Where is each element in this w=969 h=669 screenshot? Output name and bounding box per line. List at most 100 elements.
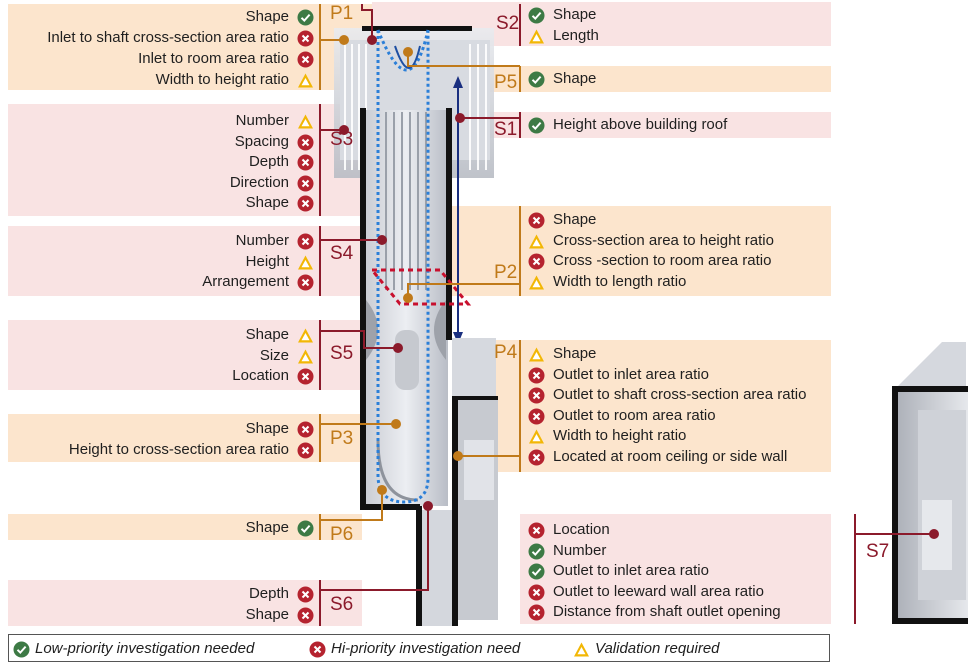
criterion-s7: Location <box>528 520 610 540</box>
criterion-p2: Cross -section to room area ratio <box>528 251 771 271</box>
cross-icon <box>297 233 314 250</box>
criterion-s5: Size <box>260 346 314 366</box>
criterion-s1: Height above building roof <box>528 115 727 135</box>
criterion-s5: Location <box>232 366 314 386</box>
criterion-label: Width to height ratio <box>155 71 289 89</box>
criterion-label: Inlet to shaft cross-section area ratio <box>47 29 289 47</box>
criterion-label: Width to height ratio <box>553 427 687 445</box>
criterion-label: Size <box>259 347 289 365</box>
criterion-p1: Shape <box>246 7 314 27</box>
criterion-p6: Shape <box>246 518 314 538</box>
criterion-label: Number <box>235 232 289 250</box>
criterion-label: Shape <box>245 420 289 438</box>
p4-box <box>455 340 831 472</box>
criterion-p1: Inlet to room area ratio <box>138 49 314 69</box>
warning-icon <box>528 428 545 445</box>
criterion-label: Width to length ratio <box>553 273 687 291</box>
criterion-s3: Shape <box>246 193 314 213</box>
check-icon <box>528 543 545 560</box>
criterion-label: Distance from shaft outlet opening <box>553 603 781 621</box>
cross-icon <box>297 195 314 212</box>
label-s6: S6 <box>330 594 354 615</box>
criterion-label: Outlet to inlet area ratio <box>553 366 709 384</box>
criterion-label: Shape <box>553 211 597 229</box>
criterion-label: Length <box>553 27 599 45</box>
cross-icon <box>528 408 545 425</box>
criterion-label: Height <box>245 253 289 271</box>
criterion-label: Shape <box>245 326 289 344</box>
cross-icon <box>297 274 314 291</box>
label-p6: P6 <box>330 524 354 545</box>
check-icon <box>528 117 545 134</box>
criterion-s4: Height <box>246 252 314 272</box>
legend-item-high: Hi-priority investigation need <box>309 639 520 659</box>
cross-icon <box>528 212 545 229</box>
criterion-p3: Shape <box>246 419 314 439</box>
criterion-s4: Arrangement <box>202 272 314 292</box>
cross-icon <box>297 607 314 624</box>
check-icon <box>528 7 545 24</box>
criterion-label: Depth <box>248 153 289 171</box>
criterion-label: Cross -section to room area ratio <box>553 252 772 270</box>
legend: Low-priority investigation needed Hi-pri… <box>8 634 830 662</box>
warning-icon <box>573 641 590 658</box>
cross-icon <box>297 421 314 438</box>
criterion-p3: Height to cross-section area ratio <box>69 440 314 460</box>
legend-item-low: Low-priority investigation needed <box>13 639 254 659</box>
criterion-p1: Inlet to shaft cross-section area ratio <box>47 28 314 48</box>
check-icon <box>297 520 314 537</box>
criterion-p2: Cross-section area to height ratio <box>528 231 774 251</box>
cross-icon <box>528 387 545 404</box>
criterion-s7: Distance from shaft outlet opening <box>528 602 781 622</box>
label-s2: S2 <box>496 13 520 34</box>
cross-icon <box>528 522 545 539</box>
criterion-p4: Outlet to shaft cross-section area ratio <box>528 385 806 405</box>
label-p5: P5 <box>494 72 518 93</box>
criterion-p1: Width to height ratio <box>156 70 314 90</box>
cross-icon <box>297 586 314 603</box>
criterion-p4: Shape <box>528 344 596 364</box>
cross-icon <box>297 51 314 68</box>
criterion-p5: Shape <box>528 69 596 89</box>
criterion-label: Cross-section area to height ratio <box>553 232 774 250</box>
cross-icon <box>528 584 545 601</box>
criterion-label: Shape <box>245 8 289 26</box>
criterion-label: Depth <box>248 585 289 603</box>
criterion-p2: Width to length ratio <box>528 272 686 292</box>
cross-icon <box>528 253 545 270</box>
cross-icon <box>528 367 545 384</box>
criterion-p4: Outlet to room area ratio <box>528 406 716 426</box>
warning-icon <box>297 113 314 130</box>
criterion-label: Height to cross-section area ratio <box>68 441 289 459</box>
check-icon <box>297 9 314 26</box>
criterion-s3: Spacing <box>235 132 314 152</box>
p5-box <box>428 66 831 92</box>
criterion-s7: Number <box>528 541 606 561</box>
cross-icon <box>297 368 314 385</box>
criterion-label: Shape <box>553 70 597 88</box>
criterion-label: Located at room ceiling or side wall <box>553 448 788 466</box>
cross-icon <box>309 641 326 658</box>
criterion-label: Inlet to room area ratio <box>138 50 289 68</box>
criterion-s7: Outlet to inlet area ratio <box>528 561 709 581</box>
criterion-p4: Width to height ratio <box>528 426 686 446</box>
criterion-label: Outlet to shaft cross-section area ratio <box>553 386 807 404</box>
criterion-s3: Direction <box>230 173 314 193</box>
warning-icon <box>297 254 314 271</box>
criterion-label: Height above building roof <box>553 116 728 134</box>
check-icon <box>528 71 545 88</box>
label-p1: P1 <box>330 3 354 24</box>
criterion-s2: Shape <box>528 5 596 25</box>
warning-icon <box>528 274 545 291</box>
criterion-label: Shape <box>245 519 289 537</box>
warning-icon <box>528 346 545 363</box>
criterion-s4: Number <box>236 231 314 251</box>
label-s4: S4 <box>330 243 354 264</box>
label-s3: S3 <box>330 129 354 150</box>
criterion-label: Shape <box>553 6 597 24</box>
criterion-s6: Depth <box>249 584 314 604</box>
cross-icon <box>297 442 314 459</box>
cross-icon <box>297 175 314 192</box>
criterion-label: Spacing <box>234 133 289 151</box>
